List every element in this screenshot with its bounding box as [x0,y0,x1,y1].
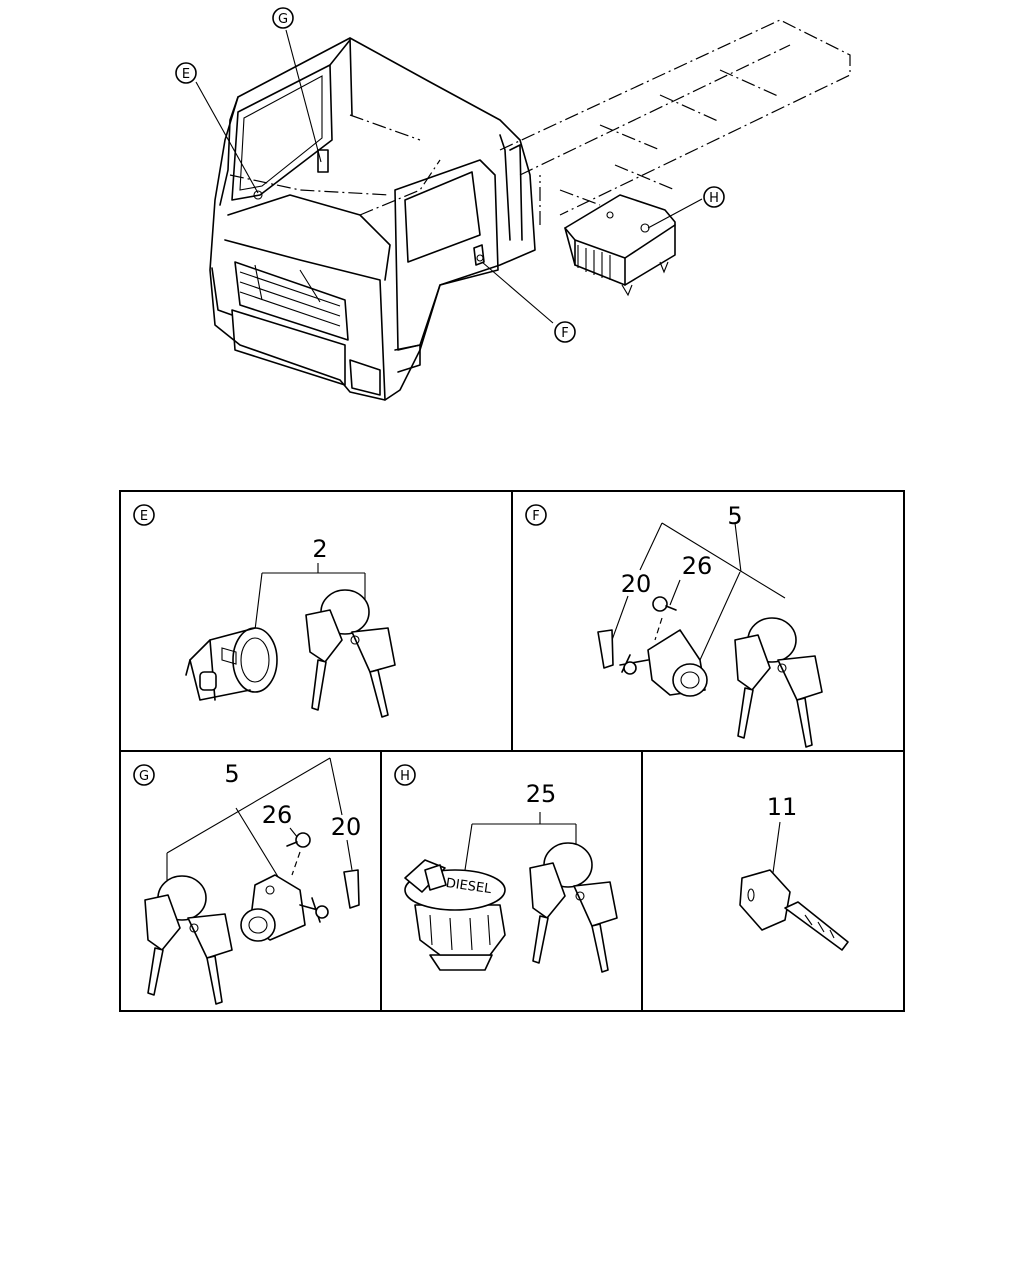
leader-f [481,261,554,324]
panel-g-callout: G [133,764,155,786]
callout-e-truck: E [175,62,197,84]
part-number-20-f: 20 [621,570,652,598]
svg-text:E: E [140,509,148,524]
part-number-11: 11 [767,793,798,821]
leader-e [195,81,259,194]
part-number-25: 25 [526,780,557,808]
key-pair-g [144,875,233,1005]
callout-f-truck: F [554,321,576,343]
panel-key-blank: 11 [739,793,849,951]
fuel-cap: DIESEL [404,859,506,971]
retainer-clip-f [597,629,614,669]
svg-text:E: E [182,67,190,82]
truck-illustration: E G F H [175,7,851,401]
svg-text:G: G [278,12,288,27]
svg-text:H: H [709,191,719,206]
panel-e: E 2 [133,504,396,718]
svg-text:H: H [400,769,410,784]
callout-h-truck: H [703,186,725,208]
svg-text:F: F [561,326,568,341]
single-key [739,869,849,951]
panel-g: G 5 26 20 [133,757,362,1005]
key-pair-e [305,589,396,718]
panel-grid [119,490,905,1012]
part-number-2: 2 [312,535,327,563]
leader-h [647,198,703,229]
screw-g [286,832,311,848]
key-pair-f [734,617,823,748]
part-number-5-g: 5 [224,760,239,788]
svg-text:F: F [532,509,539,524]
panel-e-callout: E [133,504,155,526]
leader-g [285,29,322,163]
panel-f-callout: F [525,504,547,526]
fuel-cap-text: DIESEL [445,876,493,897]
panel-h: H 25 DIESEL [394,764,618,973]
part-number-26-f: 26 [682,552,713,580]
part-number-20-g: 20 [331,813,362,841]
part-number-26-g: 26 [262,801,293,829]
fuel-tank [564,194,676,297]
screw-f [652,596,677,612]
part-number-5-f: 5 [727,502,742,530]
panel-h-callout: H [394,764,416,786]
retainer-clip-g [343,869,360,909]
svg-text:G: G [139,769,149,784]
door-lock-g [240,874,329,942]
panel-f: F 5 20 26 [525,502,823,748]
truck-cab [209,37,536,401]
callout-g-truck: G [272,7,294,29]
door-lock-f [619,629,708,697]
chassis-frame [499,19,851,225]
key-pair-h [529,842,618,973]
ignition-cylinder [185,627,278,701]
